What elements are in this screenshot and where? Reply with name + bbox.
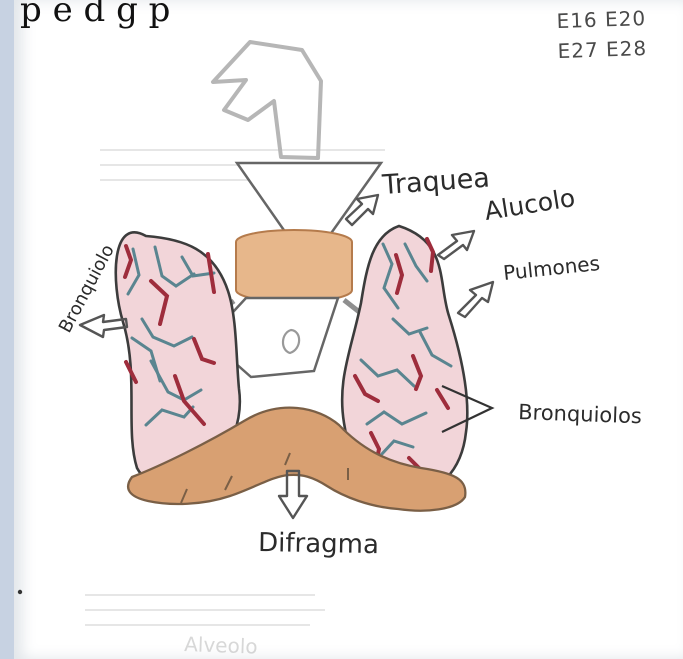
faint-dot [18,590,22,594]
label-bronquiolos: Bronquiolos [518,400,642,428]
diaphragm-arrow [279,471,307,518]
alveolus-arrow [438,231,474,259]
lungs-arrow [458,282,493,317]
label-pulmones: Pulmones [502,251,601,285]
smoke-icon [213,42,321,158]
faint-bottom-label: Alveolo [184,632,258,659]
label-traquea: Traquea [380,163,490,201]
bronchiole-left-arrow [80,315,127,337]
label-alveolo: Alucolo [482,183,577,226]
trachea-rings [236,230,352,302]
label-diafragma: Difragma [258,528,379,560]
